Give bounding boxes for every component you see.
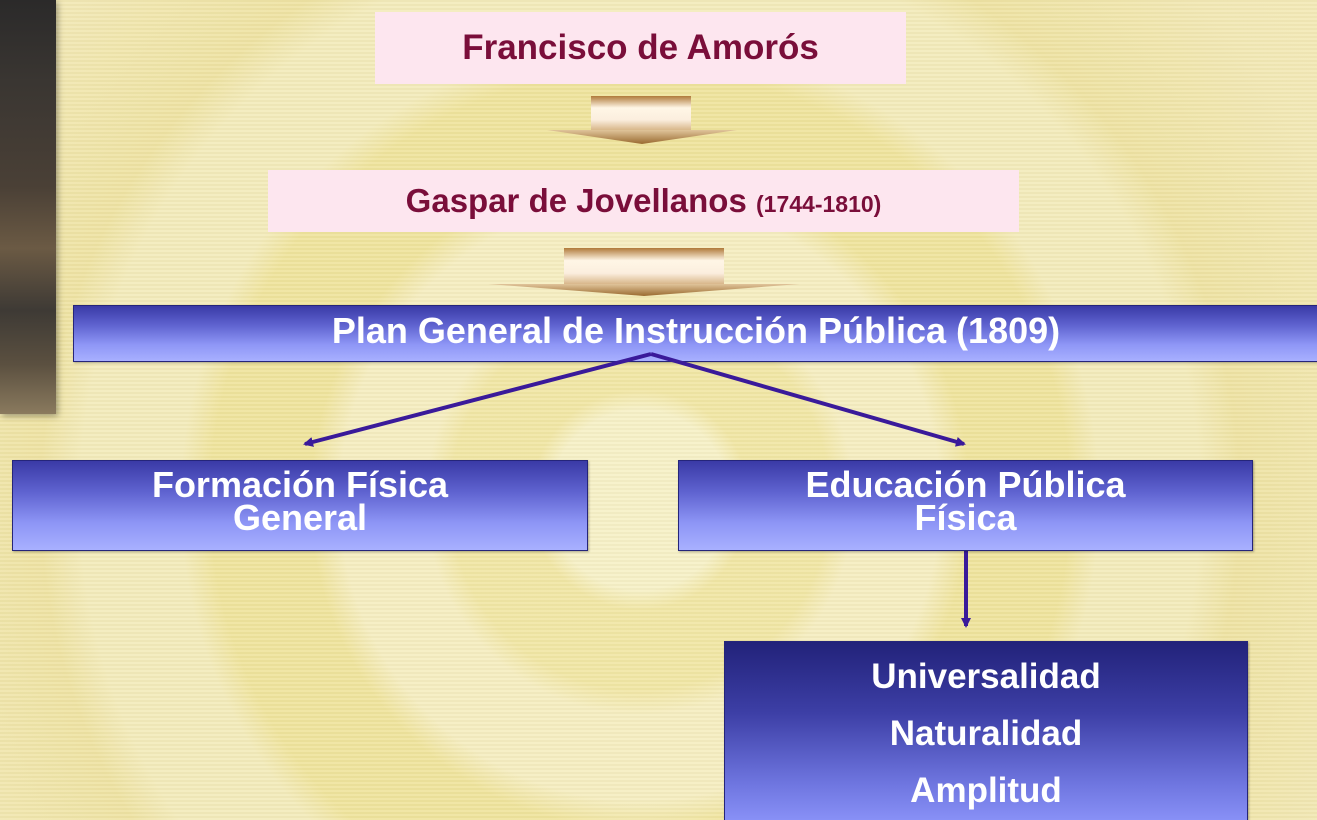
principles-box: Universalidad Naturalidad Amplitud: [724, 641, 1248, 820]
educacion-publica-box: Educación Pública Física: [678, 460, 1253, 551]
plan-box: Plan General de Instrucción Pública (180…: [73, 305, 1317, 362]
formacion-line2: General: [232, 497, 368, 538]
principle-item: Universalidad: [871, 657, 1101, 696]
principle-item: Naturalidad: [889, 714, 1083, 753]
educacion-line2: Física: [914, 497, 1017, 538]
subtitle-years: (1744-1810): [756, 191, 882, 217]
title-box: Francisco de Amorós: [375, 12, 906, 84]
title-text: Francisco de Amorós: [462, 28, 819, 67]
subtitle-box: Gaspar de Jovellanos (1744-1810): [268, 170, 1019, 232]
formacion-line1: Formación Física: [151, 464, 449, 505]
down-arrow-icon: [488, 248, 800, 296]
principle-item: Amplitud: [910, 771, 1062, 810]
educacion-line1: Educación Pública: [805, 464, 1126, 505]
formacion-fisica-box: Formación Física General: [12, 460, 588, 551]
portrait-photo: [0, 0, 56, 414]
down-arrow-icon: [547, 96, 737, 144]
subtitle-name: Gaspar de Jovellanos: [405, 182, 747, 219]
plan-text: Plan General de Instrucción Pública (180…: [331, 310, 1061, 351]
